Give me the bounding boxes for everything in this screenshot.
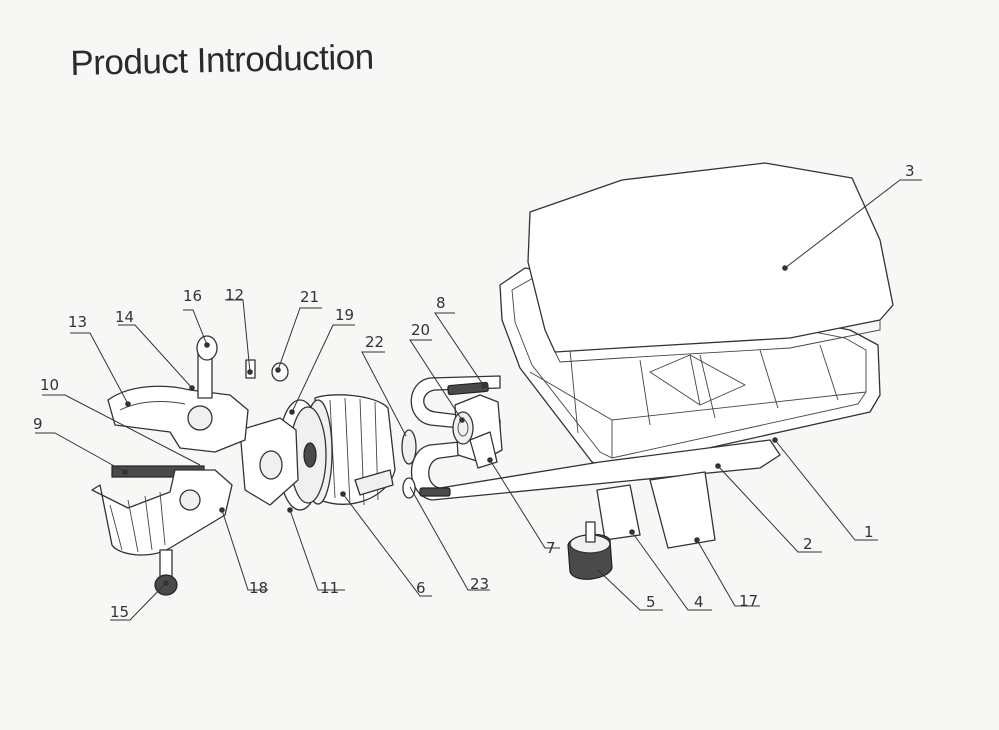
callout-20: 20 bbox=[411, 321, 430, 339]
callout-8: 8 bbox=[436, 294, 446, 312]
callout-4: 4 bbox=[694, 593, 704, 611]
upper-jaw bbox=[107, 335, 249, 478]
callout-3: 3 bbox=[905, 162, 915, 180]
callout-9: 9 bbox=[33, 415, 43, 433]
small-parts bbox=[239, 359, 417, 506]
callout-21: 21 bbox=[300, 288, 319, 306]
feet-and-knob bbox=[567, 471, 716, 580]
callout-7: 7 bbox=[546, 539, 556, 557]
callout-19: 19 bbox=[335, 306, 354, 324]
clamp-block bbox=[419, 381, 503, 497]
callout-10: 10 bbox=[40, 376, 59, 394]
callout-5: 5 bbox=[646, 593, 656, 611]
callout-6: 6 bbox=[416, 579, 426, 597]
callout-22: 22 bbox=[365, 333, 384, 351]
callout-14: 14 bbox=[115, 308, 134, 326]
leader-lines bbox=[35, 179, 922, 621]
callout-16: 16 bbox=[183, 287, 202, 305]
leader-dots bbox=[122, 265, 788, 586]
callout-labels: 1 2 3 4 5 6 7 8 9 10 11 12 13 14 15 16 1… bbox=[33, 162, 915, 621]
callout-2: 2 bbox=[803, 535, 813, 553]
callout-11: 11 bbox=[320, 579, 339, 597]
callout-1: 1 bbox=[864, 523, 874, 541]
callout-15: 15 bbox=[110, 603, 129, 621]
callout-13: 13 bbox=[68, 313, 87, 331]
callout-18: 18 bbox=[249, 579, 268, 597]
lid-plate bbox=[527, 162, 894, 363]
callout-23: 23 bbox=[470, 575, 489, 593]
lower-jaw bbox=[91, 469, 233, 596]
callout-12: 12 bbox=[225, 286, 244, 304]
callout-17: 17 bbox=[739, 592, 758, 610]
